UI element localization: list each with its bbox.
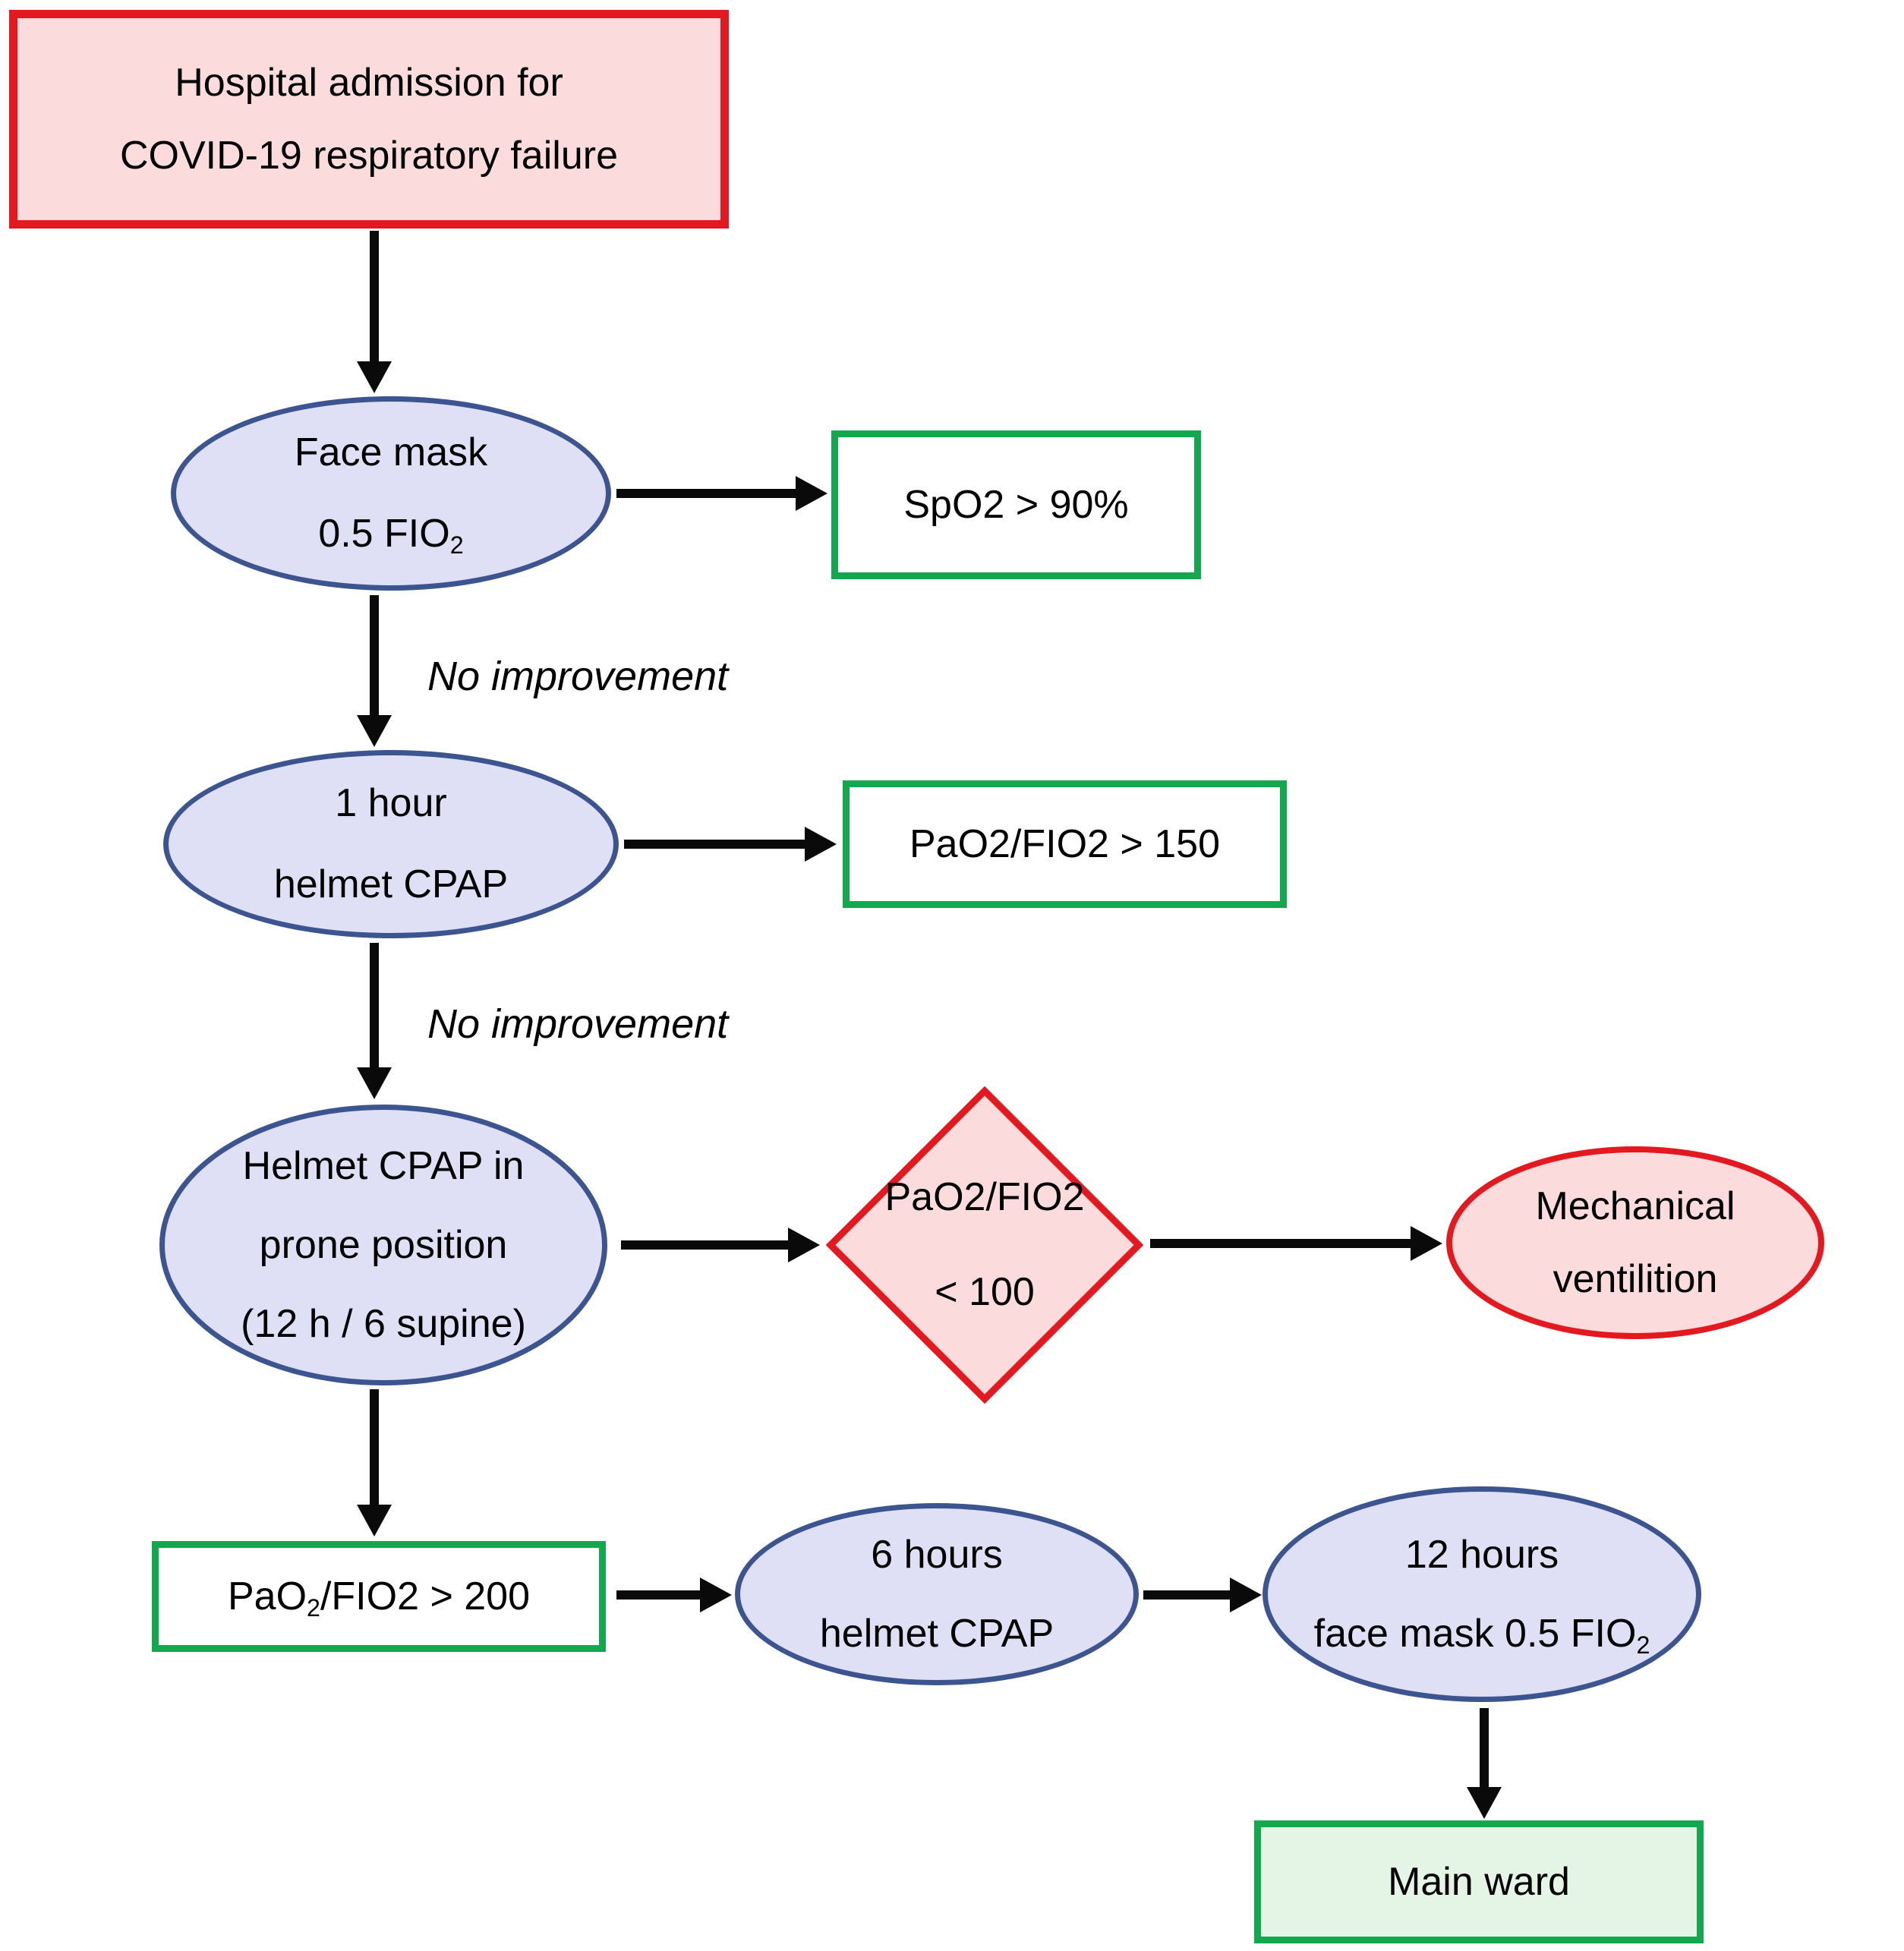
arrow-helmet-1h-to-prone [357,943,392,1099]
pao2-200-subscript: 2 [307,1593,320,1622]
face-mask-ellipse: Face mask 0.5 FIO2 [171,396,611,591]
face-mask-12h-ellipse: 12 hours face mask 0.5 FIO2 [1263,1486,1701,1702]
arrow-shaft [1150,1239,1415,1248]
arrow-shaft [616,1590,705,1600]
prone-ellipse: Helmet CPAP in prone position (12 h / 6 … [159,1105,607,1385]
helmet-1h-line-1: 1 hour [335,781,447,826]
pao2-100-label: PaO2/FIO2 < 100 [825,1150,1144,1340]
face-mask-label: Face mask 0.5 FIO2 [295,412,487,574]
edge-label-no-improvement-2: No improvement [427,1001,729,1047]
arrow-shaft [370,1389,379,1509]
admission-line-2: COVID-19 respiratory failure [120,134,618,178]
arrow-head [1230,1578,1262,1612]
main-ward-box: Main ward [1254,1820,1704,1943]
prone-line-1: Helmet CPAP in [242,1144,525,1188]
face-mask-12h-line-2: face mask 0.5 FIO2 [1314,1594,1650,1673]
edge-label-no-improvement-1: No improvement [427,654,729,699]
arrow-head [788,1228,820,1262]
helmet-1h-line-2: helmet CPAP [273,862,509,906]
arrow-shaft [1480,1708,1489,1792]
arrow-shaft [616,489,800,498]
arrow-shaft [1143,1590,1234,1600]
face-mask-line-1: Face mask [294,430,488,475]
arrow-face-mask-12h-to-main-ward [1467,1708,1502,1819]
arrow-head [357,361,392,393]
arrow-head [357,1505,392,1537]
arrow-helmet-6h-to-face-mask-12h [1143,1578,1262,1612]
helmet-1h-ellipse: 1 hour helmet CPAP [163,750,619,938]
arrow-face-mask-to-helmet-1h [357,595,392,747]
pao2-200-label: PaO2/FIO2 > 200 [228,1556,530,1637]
arrow-head [357,715,392,747]
face-mask-line-2: 0.5 FIO2 [295,493,487,575]
face-mask-12h-label: 12 hours face mask 0.5 FIO2 [1314,1515,1650,1673]
face-mask-line-2-subscript: 2 [449,531,464,559]
mech-vent-line-2: ventilition [1553,1257,1718,1301]
main-ward-label: Main ward [1388,1859,1570,1904]
arrow-shaft [624,840,809,849]
arrow-shaft [370,943,379,1072]
mech-vent-label: Mechanical ventilition [1535,1170,1735,1316]
mech-vent-line-1: Mechanical [1535,1184,1735,1228]
arrow-shaft [370,595,379,720]
prone-line-2: prone position [259,1223,508,1267]
arrow-head [1411,1226,1442,1261]
arrow-prone-to-pao2-100 [621,1228,820,1262]
mech-vent-ellipse: Mechanical ventilition [1446,1146,1824,1339]
prone-label: Helmet CPAP in prone position (12 h / 6 … [241,1127,526,1363]
admission-box: Hospital admission for COVID-19 respirat… [9,10,729,229]
helmet-6h-label: 6 hours helmet CPAP [820,1515,1054,1673]
arrow-shaft [621,1240,793,1250]
pao2-200-box: PaO2/FIO2 > 200 [152,1541,606,1652]
arrow-pao2-200-to-helmet-6h [616,1578,732,1612]
helmet-6h-ellipse: 6 hours helmet CPAP [735,1503,1139,1685]
arrow-shaft [370,231,379,366]
arrow-helmet-1h-to-pao2-150 [624,827,837,862]
helmet-6h-line-2: helmet CPAP [819,1612,1054,1656]
arrow-face-mask-to-spo2 [616,476,827,511]
face-mask-12h-subscript: 2 [1636,1631,1650,1659]
face-mask-12h-line-2-text: face mask 0.5 FIO [1313,1612,1637,1656]
pao2-100-line-2: < 100 [935,1270,1035,1314]
arrow-head [700,1578,732,1612]
pao2-200-text-pre: PaO [227,1574,307,1618]
arrow-head [796,476,827,511]
pao2-200-text-post: /FIO2 > 200 [320,1574,531,1618]
pao2-150-box: PaO2/FIO2 > 150 [843,780,1287,908]
arrow-head [357,1067,392,1099]
pao2-100-line-1: PaO2/FIO2 [884,1175,1085,1220]
helmet-1h-label: 1 hour helmet CPAP [274,763,508,925]
arrow-prone-to-pao2-200 [357,1389,392,1537]
spo2-box: SpO2 > 90% [831,430,1201,579]
spo2-label: SpO2 > 90% [903,482,1129,527]
arrow-head [805,827,837,862]
prone-line-3: (12 h / 6 supine) [241,1302,526,1346]
arrow-head [1467,1787,1502,1819]
helmet-6h-line-1: 6 hours [871,1533,1003,1577]
pao2-150-label: PaO2/FIO2 > 150 [909,821,1221,866]
face-mask-line-2-text: 0.5 FIO [318,512,450,556]
admission-line-1: Hospital admission for [175,60,563,105]
arrow-pao2-100-to-mech-vent [1150,1226,1442,1261]
admission-box-label: Hospital admission for COVID-19 respirat… [120,46,618,192]
arrow-admission-to-face-mask [357,231,392,393]
face-mask-12h-line-1: 12 hours [1404,1533,1559,1577]
pao2-100-diamond: PaO2/FIO2 < 100 [825,1086,1144,1404]
